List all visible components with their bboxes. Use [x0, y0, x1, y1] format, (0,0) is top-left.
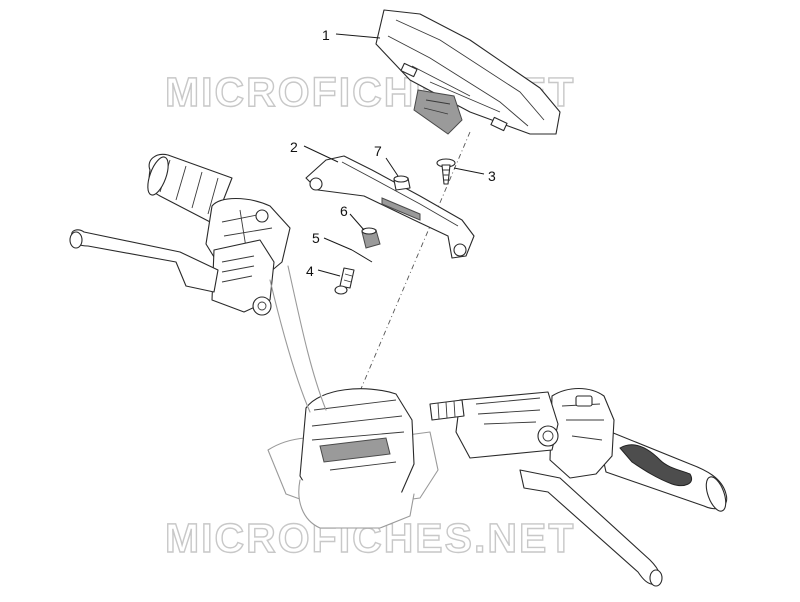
callout-6: 6 — [340, 203, 348, 219]
leader-line-4 — [317, 269, 341, 277]
callout-7: 7 — [374, 143, 382, 159]
leader-line-7 — [385, 157, 399, 177]
part-2-mounting-bracket — [305, 155, 475, 259]
handlebar-center-clamp — [267, 388, 439, 529]
assembly-axis-line — [351, 131, 471, 411]
part-6-bushing — [361, 227, 381, 249]
leader-line-5 — [323, 237, 353, 251]
part-3-screw — [436, 158, 456, 185]
leader-line-3 — [453, 167, 485, 175]
part-4-bolt — [334, 267, 355, 295]
callout-4: 4 — [306, 263, 314, 279]
part-5-pin — [351, 249, 373, 263]
callout-5: 5 — [312, 230, 320, 246]
callout-3: 3 — [488, 168, 496, 184]
callout-1: 1 — [322, 27, 330, 43]
right-grip-insert — [619, 444, 692, 487]
part-1-instrument-cluster — [375, 9, 561, 135]
left-brake-lever — [71, 229, 219, 293]
leader-line-1 — [335, 33, 381, 39]
callout-2: 2 — [290, 139, 298, 155]
left-handlebar-control — [69, 153, 291, 316]
right-handlebar-control — [429, 387, 728, 587]
left-master-cylinder — [211, 239, 275, 313]
right-master-cylinder — [455, 391, 559, 459]
right-switch-housing — [549, 387, 615, 479]
leader-line-2 — [303, 145, 339, 163]
part-7-spacer — [393, 175, 411, 191]
leader-line-6 — [349, 213, 365, 231]
cluster-connector — [413, 89, 463, 135]
